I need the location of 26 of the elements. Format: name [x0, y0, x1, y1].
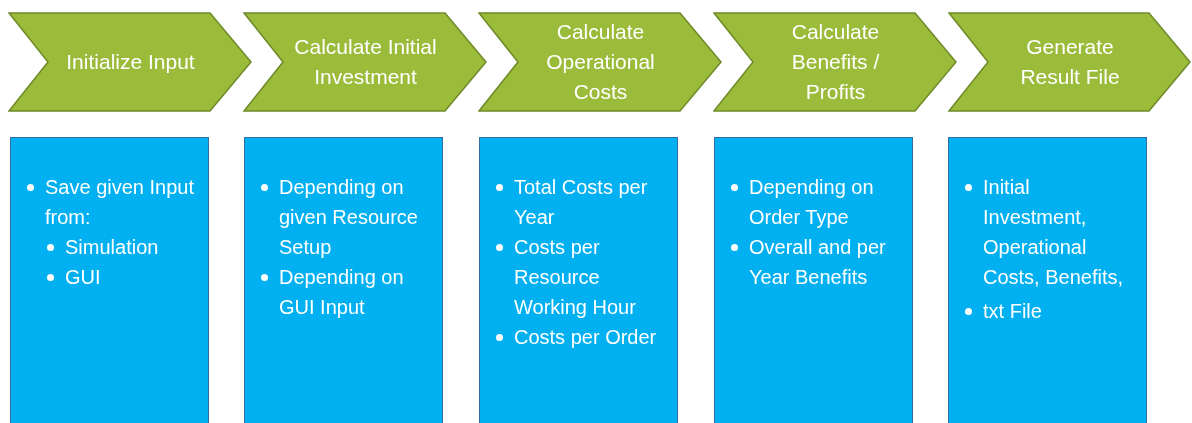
bullet-item: Overall and per Year Benefits	[731, 232, 908, 292]
detail-box	[244, 137, 443, 423]
step-title: Calculate Operational Costs	[545, 19, 656, 105]
bullet-item: Depending on given Resource Setup	[261, 172, 438, 262]
chevron-step	[478, 12, 723, 112]
bullet-item: Depending on GUI Input	[261, 262, 438, 322]
bullet-item: Simulation	[47, 232, 204, 262]
bullet-item: Costs per Resource Working Hour	[496, 232, 673, 322]
detail-box	[10, 137, 209, 423]
step-title: Initialize Input	[66, 49, 195, 75]
detail-box	[714, 137, 913, 423]
detail-box	[479, 137, 678, 423]
chevron-step	[8, 12, 253, 112]
step-title: Generate Result File	[1019, 34, 1121, 90]
chevron-step	[713, 12, 958, 112]
bullet-item: txt File	[965, 296, 1142, 326]
bullet-item: Depending on Order Type	[731, 172, 908, 232]
step-title: Calculate Initial Investment	[293, 34, 438, 90]
chevron-step	[948, 12, 1192, 112]
chevron-step	[243, 12, 488, 112]
bullet-item: Total Costs per Year	[496, 172, 673, 232]
detail-box	[948, 137, 1147, 423]
bullet-item: GUI	[47, 262, 204, 292]
bullet-item: Save given Input from:	[27, 172, 204, 232]
step-title: Calculate Benefits / Profits	[790, 19, 881, 105]
bullet-item: Costs per Order	[496, 322, 673, 352]
